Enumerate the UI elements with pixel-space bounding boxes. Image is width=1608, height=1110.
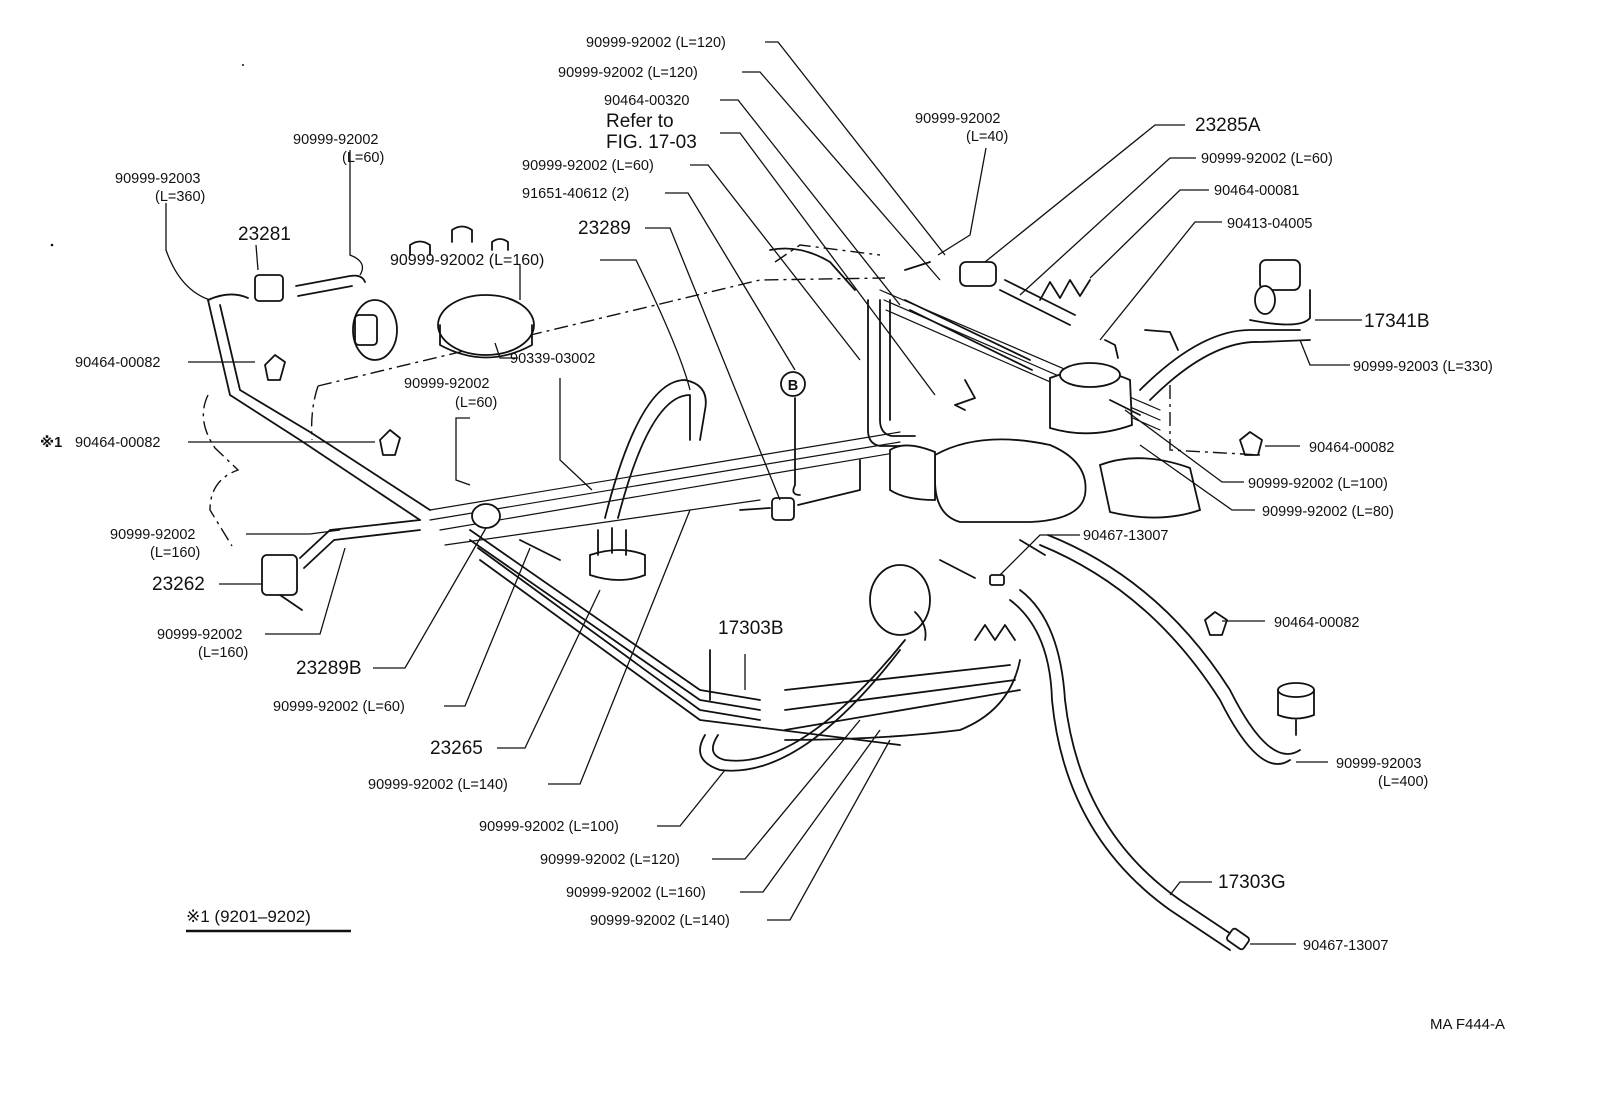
- label-17341b: 17341B: [1364, 311, 1430, 332]
- label-90999-92002-l140-bottom: 90999-92002 (L=140): [590, 913, 730, 929]
- label-23289b: 23289B: [296, 658, 362, 679]
- label-90999-92002-l100-right: 90999-92002 (L=100): [1248, 476, 1388, 492]
- label-90999-92003-l330: 90999-92003 (L=330): [1353, 359, 1493, 375]
- label-23289: 23289: [578, 218, 631, 239]
- label-90999-92002-l160-bottom: 90999-92002 (L=160): [566, 885, 706, 901]
- label-90999-92002-l160-mid: 90999-92002 (L=160): [390, 252, 544, 269]
- label-90999-92002-l60-top: 90999-92002 (L=60): [522, 158, 654, 174]
- engine-drawing: [50, 64, 1315, 951]
- label-90464-00082-star: 90464-00082: [75, 435, 160, 451]
- label-star-mark: ※1: [40, 435, 62, 451]
- label-90999-92002-l120-b: 90999-92002 (L=120): [558, 65, 698, 81]
- label-90999-92002-l40-pn: 90999-92002: [915, 111, 1000, 127]
- marker-b: B: [788, 378, 798, 394]
- label-90464-00082-right2: 90464-00082: [1274, 615, 1359, 631]
- label-23265: 23265: [430, 738, 483, 759]
- label-90999-92003-l400-pn: 90999-92003: [1336, 756, 1421, 772]
- label-90999-92002-l160-left2-pn: 90999-92002: [157, 627, 242, 643]
- label-17303g: 17303G: [1218, 872, 1286, 893]
- label-90999-92002-l60-mid-pn: 90999-92002: [404, 376, 489, 392]
- label-90999-92002-l120-bottom: 90999-92002 (L=120): [540, 852, 680, 868]
- label-23281: 23281: [238, 224, 291, 245]
- label-91651-40612: 91651-40612 (2): [522, 186, 629, 202]
- label-90999-92003-l360-len: (L=360): [155, 189, 205, 205]
- label-90999-92002-l60-bottom: 90999-92002 (L=60): [273, 699, 405, 715]
- label-90999-92002-l160-left-pn: 90999-92002: [110, 527, 195, 543]
- label-23262: 23262: [152, 574, 205, 595]
- label-90999-92002-l160-left2-len: (L=160): [198, 645, 248, 661]
- label-90999-92002-l100-bottom: 90999-92002 (L=100): [479, 819, 619, 835]
- marker-b-circle: [780, 371, 806, 397]
- label-90464-00081: 90464-00081: [1214, 183, 1299, 199]
- label-90999-92002-l60-mid-len: (L=60): [455, 395, 497, 411]
- label-90999-92002-l160-left-len: (L=160): [150, 545, 200, 561]
- label-90999-92002-l120-a: 90999-92002 (L=120): [586, 35, 726, 51]
- label-90339-03002: 90339-03002: [510, 351, 595, 367]
- label-90999-92002-l60-ul-len: (L=60): [342, 150, 384, 166]
- part-labels: 90999-92002 (L=120) 90999-92002 (L=120) …: [40, 35, 1505, 1033]
- label-90999-92003-l400-len: (L=400): [1378, 774, 1428, 790]
- label-90999-92002-l60-r: 90999-92002 (L=60): [1201, 151, 1333, 167]
- label-90467-13007-bottom: 90467-13007: [1303, 938, 1388, 954]
- label-90464-00320: 90464-00320: [604, 93, 689, 109]
- label-23285a: 23285A: [1195, 115, 1261, 136]
- label-90464-00082-left: 90464-00082: [75, 355, 160, 371]
- label-90999-92002-l140-mid: 90999-92002 (L=140): [368, 777, 508, 793]
- label-17303b: 17303B: [718, 618, 784, 639]
- label-90999-92003-l360-pn: 90999-92003: [115, 171, 200, 187]
- label-90999-92002-l80: 90999-92002 (L=80): [1262, 504, 1394, 520]
- label-fig-17-03: FIG. 17-03: [606, 132, 697, 153]
- label-90999-92002-l40-len: (L=40): [966, 129, 1008, 145]
- label-90413-04005: 90413-04005: [1227, 216, 1312, 232]
- label-refer-to: Refer to: [606, 111, 674, 132]
- label-90467-13007-top: 90467-13007: [1083, 528, 1168, 544]
- label-90464-00082-right: 90464-00082: [1309, 440, 1394, 456]
- leader-lines: [165, 41, 1362, 945]
- label-90999-92002-l60-ul-pn: 90999-92002: [293, 132, 378, 148]
- drawing-code: MA F444-A: [1430, 1016, 1505, 1033]
- note-9201-9202: ※1 (9201–9202): [186, 907, 311, 926]
